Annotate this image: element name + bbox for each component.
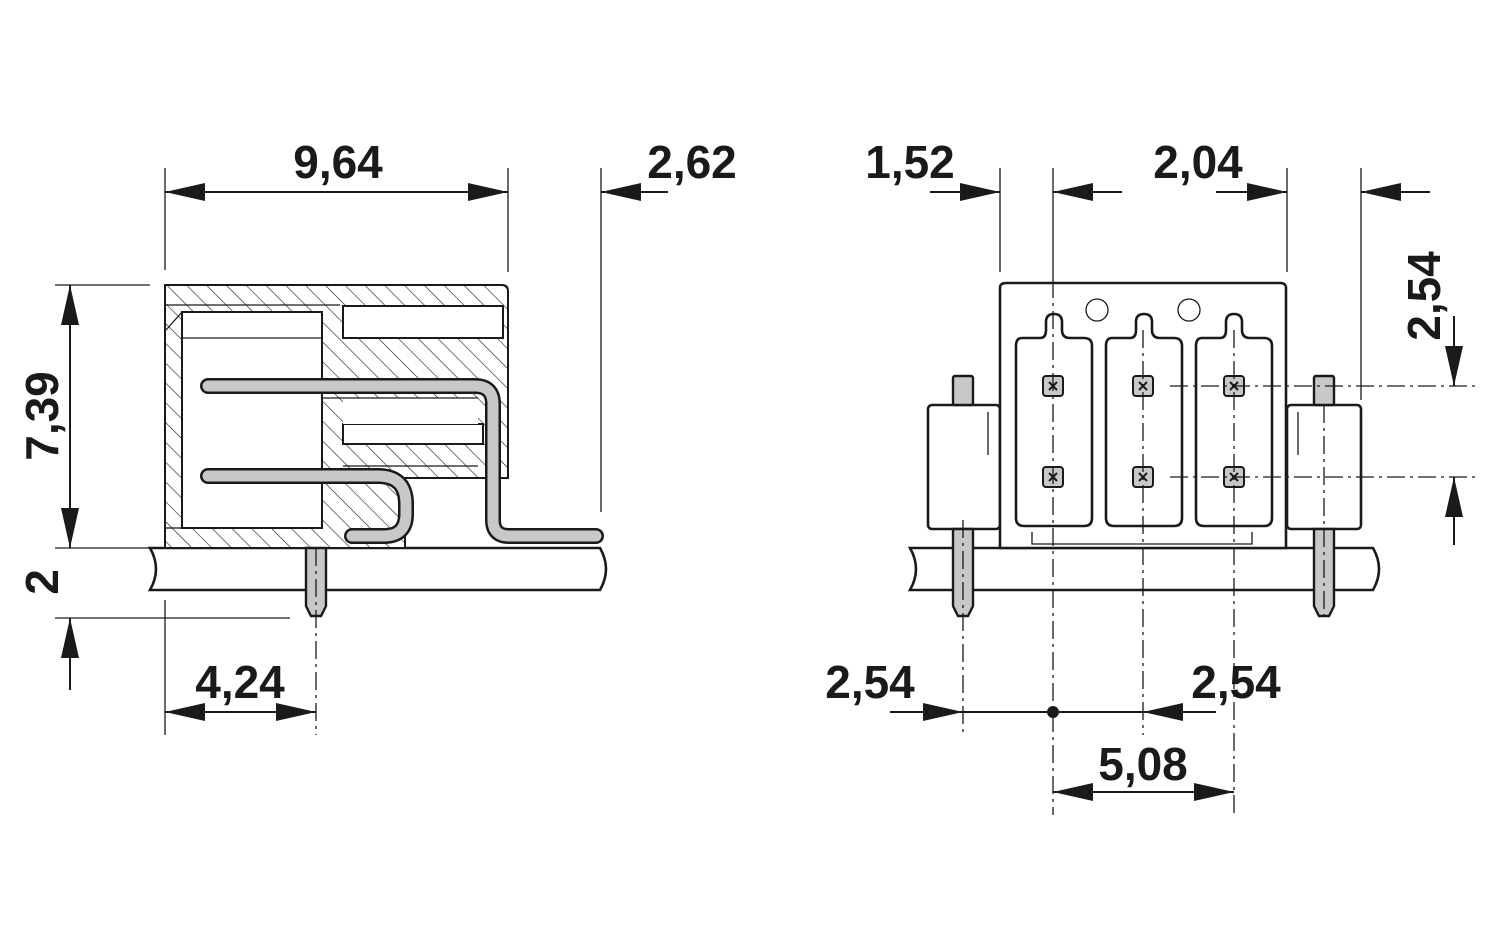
dim-1-52-label: 1,52 <box>865 136 955 188</box>
arrow-2-04-b <box>1361 183 1401 201</box>
side-slot-mid-gap <box>322 398 478 424</box>
side-slot-top <box>342 305 504 339</box>
front-socket-3 <box>1194 312 1274 528</box>
front-socket-1 <box>1014 312 1094 528</box>
arrow-4-24-right <box>276 703 316 721</box>
dim-2-04-label: 2,04 <box>1153 136 1243 188</box>
arrow-2-54-vert-top <box>1445 346 1463 386</box>
front-hole-left <box>1085 298 1109 322</box>
dim-2-54-left-label: 2,54 <box>825 656 915 708</box>
front-pin-left-top <box>951 374 975 407</box>
dim-2-label: 2 <box>16 569 68 595</box>
arrow-7-39-top <box>61 285 79 325</box>
arrow-5-08-left <box>1053 783 1093 801</box>
dim-5-08-label: 5,08 <box>1098 738 1188 790</box>
side-socket-cavity <box>181 311 323 529</box>
arrow-2-04-a <box>1247 183 1287 201</box>
front-pcb <box>907 546 1381 592</box>
front-flange-left <box>926 403 1002 531</box>
dim-2-54-right-label: 2,54 <box>1191 656 1281 708</box>
arrow-4-24-left <box>165 703 205 721</box>
arrow-2-54-vert-bottom <box>1445 477 1463 517</box>
side-inner-line-2 <box>165 311 183 331</box>
front-bottom-ledge <box>1031 532 1253 545</box>
arrow-2-54-left <box>923 703 963 721</box>
side-slot-middle <box>342 423 484 445</box>
side-view: 9,64 2,62 7,39 2 4,24 <box>16 136 737 735</box>
front-socket-2 <box>1104 312 1184 528</box>
arrow-1-52 <box>960 183 1000 201</box>
dim-4-24-label: 4,24 <box>195 656 285 708</box>
dim-7-39-label: 7,39 <box>16 371 68 461</box>
dim-origin-dot <box>1047 706 1059 718</box>
arrow-2-62 <box>601 183 641 201</box>
arrow-2 <box>61 618 79 658</box>
arrow-9-64-left <box>165 183 205 201</box>
side-pcb <box>147 546 608 592</box>
side-pin-upper-core <box>202 380 602 542</box>
side-pin-lower-core <box>202 470 412 542</box>
front-pin-left-solder <box>951 527 975 618</box>
dim-9-64-label: 9,64 <box>293 136 383 188</box>
arrow-2-54-right <box>1143 703 1183 721</box>
front-pin-right-top <box>1312 374 1336 407</box>
dim-2-62-label: 2,62 <box>647 136 737 188</box>
front-hole-right <box>1177 298 1201 322</box>
front-view: 1,52 2,04 2,54 2,54 2,54 5,08 <box>825 136 1478 815</box>
arrow-7-39-bottom <box>61 508 79 548</box>
arrow-9-64-right <box>468 183 508 201</box>
arrow-1-52-b <box>1053 183 1093 201</box>
arrow-5-08-right <box>1194 783 1234 801</box>
dim-2-54-vert-label: 2,54 <box>1398 251 1450 341</box>
